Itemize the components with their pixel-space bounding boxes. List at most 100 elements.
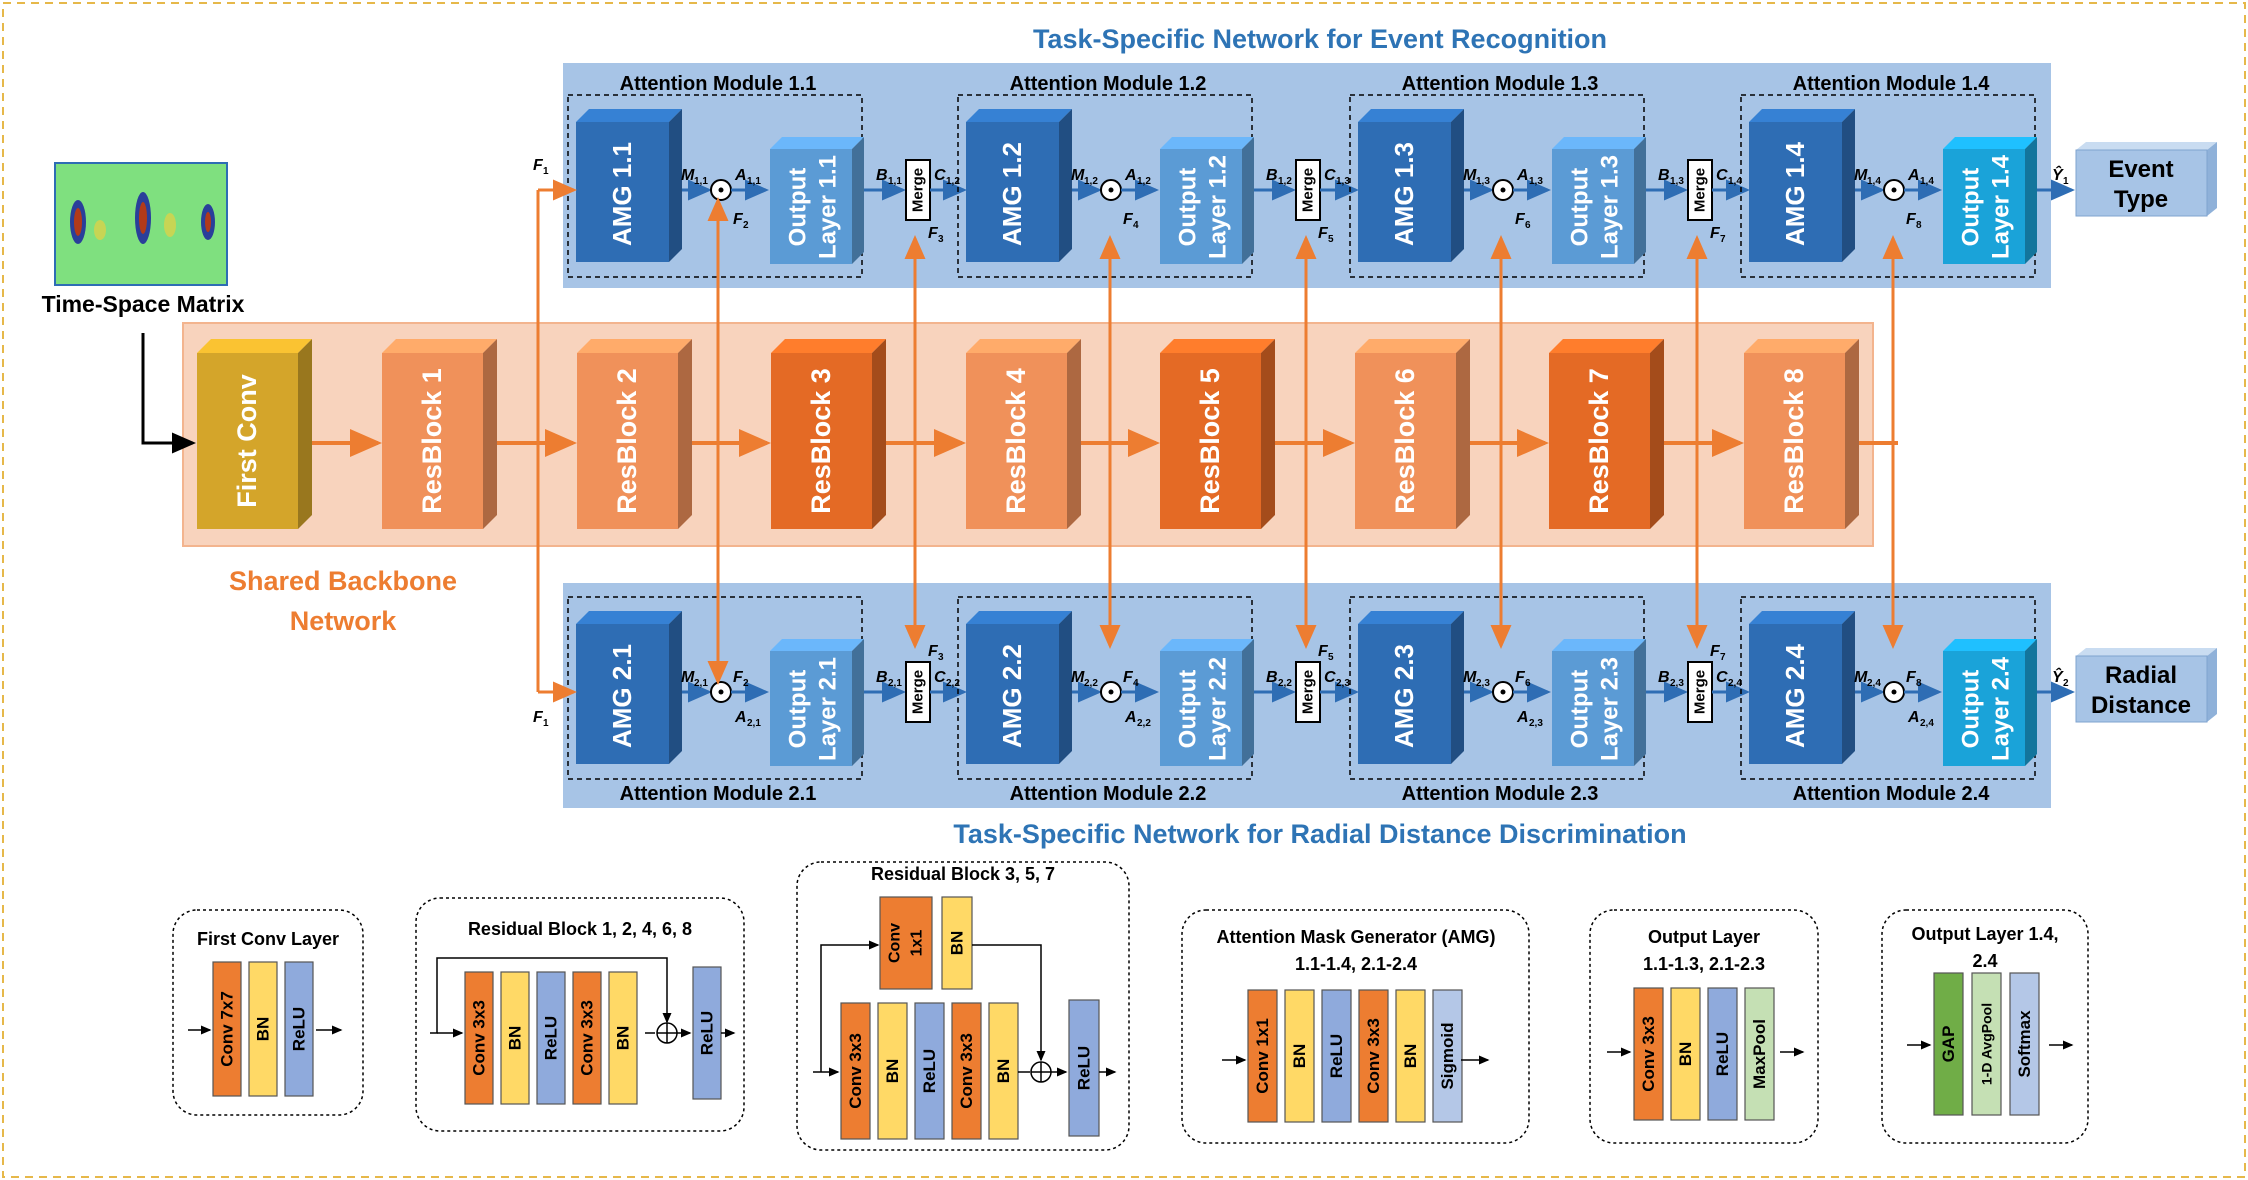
amg-box-1-4 bbox=[1749, 109, 1855, 262]
merge-label: Merge bbox=[1692, 168, 1709, 212]
module-frame bbox=[1349, 94, 1645, 278]
label-c-sub: 2,3 bbox=[1336, 678, 1350, 689]
label-m-sub: 2,3 bbox=[1476, 678, 1490, 689]
legend-rb-layer-1-label: Conv 3x3 bbox=[846, 1033, 865, 1109]
amg-label-2-2: AMG 2.2 bbox=[997, 644, 1027, 748]
label-m-sub: 2,4 bbox=[1867, 678, 1881, 689]
legend-rb-layer-6-label: ReLU bbox=[1075, 1046, 1094, 1090]
backbone-block-4 bbox=[771, 339, 886, 529]
label-y: Ŷ bbox=[2052, 667, 2064, 686]
amg-label-1-1: AMG 1.1 bbox=[607, 142, 637, 246]
label-f-merge-sub: 7 bbox=[1720, 652, 1726, 663]
legend-outb-layer-1-label: GAP bbox=[1939, 1026, 1958, 1063]
legend-out-a-subtitle: 1.1-1.3, 2.1-2.3 bbox=[1643, 954, 1765, 974]
label-f-sub: 8 bbox=[1916, 220, 1922, 231]
output-label-a-1-2: Output bbox=[1175, 168, 1202, 247]
output-label-b-1-3: Layer 1.3 bbox=[1597, 155, 1624, 259]
legend-rb-layer-3 bbox=[914, 1002, 945, 1140]
backbone-label-1: First Conv bbox=[232, 374, 262, 508]
label-c: C bbox=[1324, 669, 1336, 686]
label-a-sub: 1,1 bbox=[747, 176, 761, 187]
amg-box-2-1 bbox=[576, 611, 682, 764]
event-type-output-line1: Event bbox=[2108, 156, 2173, 183]
label-m-sub: 1,3 bbox=[1476, 176, 1490, 187]
output-label-a-1-4: Output bbox=[1958, 168, 1985, 247]
label-m-sub: 1,4 bbox=[1867, 176, 1881, 187]
label-m: M bbox=[681, 167, 695, 184]
legend-ra-layer-4 bbox=[572, 971, 602, 1105]
label-f: F bbox=[1906, 211, 1917, 228]
legend-ra-layer-3 bbox=[536, 971, 566, 1105]
legend-outa-layer-3-label: ReLU bbox=[1713, 1032, 1732, 1076]
amg-label-1-3: AMG 1.3 bbox=[1389, 142, 1419, 246]
output-label-a-1-1: Output bbox=[785, 168, 812, 247]
legend-rb-layer-6 bbox=[1068, 999, 1100, 1137]
legend-outa-layer-4 bbox=[1744, 987, 1775, 1121]
legend-fc-layer-2 bbox=[248, 961, 278, 1097]
label-f-merge: F bbox=[1318, 225, 1329, 242]
output-layer-1-4 bbox=[1943, 137, 2037, 264]
radial-distance-output-line1: Radial bbox=[2105, 662, 2177, 689]
label-b-sub: 1,1 bbox=[888, 176, 902, 187]
label-f-merge: F bbox=[928, 643, 939, 660]
legend-outb-layer-1 bbox=[1933, 972, 1964, 1116]
output-layer-2-4 bbox=[1943, 639, 2037, 766]
legend-amg-layer-1-label: Conv 1x1 bbox=[1253, 1018, 1272, 1094]
label-f-merge-sub: 5 bbox=[1328, 652, 1334, 663]
label-f1: F bbox=[533, 709, 544, 726]
legend-fc-layer-3-label: ReLU bbox=[290, 1007, 309, 1051]
output-label-a-2-3: Output bbox=[1567, 670, 1594, 749]
output-label-a-2-2: Output bbox=[1175, 670, 1202, 749]
label-b-sub: 1,2 bbox=[1278, 176, 1292, 187]
legend-amg-layer-2-label: BN bbox=[1290, 1044, 1309, 1069]
legend-ra-layer-4-label: Conv 3x3 bbox=[578, 1000, 597, 1076]
legend-ra-layer-5 bbox=[608, 971, 638, 1105]
output-layer-1-2 bbox=[1160, 137, 1254, 264]
backbone-block-8 bbox=[1549, 339, 1664, 529]
label-c-sub: 1,2 bbox=[946, 176, 960, 187]
module-title-1-4: Attention Module 1.4 bbox=[1793, 73, 1991, 95]
output-layer-2-3 bbox=[1552, 639, 1646, 766]
label-a-sub: 2,3 bbox=[1529, 718, 1543, 729]
legend-rb-conv-label: Conv bbox=[887, 923, 904, 963]
output-label-b-1-4: Layer 1.4 bbox=[1988, 154, 2015, 259]
label-c-sub: 1,4 bbox=[1728, 176, 1742, 187]
label-a: A bbox=[1907, 709, 1920, 726]
legend-amg-layer-6-label: Sigmoid bbox=[1438, 1022, 1457, 1089]
label-b: B bbox=[1266, 669, 1278, 686]
label-y-sub: 1 bbox=[2063, 176, 2069, 187]
amg-label-2-1: AMG 2.1 bbox=[607, 644, 637, 748]
label-m-sub: 1,1 bbox=[694, 176, 708, 187]
module-title-2-2: Attention Module 2.2 bbox=[1010, 783, 1207, 805]
bottom-network-title: Task-Specific Network for Radial Distanc… bbox=[953, 819, 1686, 849]
legend-amg-layer-4 bbox=[1358, 989, 1389, 1123]
backbone-label-2: ResBlock 1 bbox=[417, 368, 447, 514]
legend-outa-layer-1 bbox=[1633, 987, 1664, 1121]
amg-label-1-4: AMG 1.4 bbox=[1780, 141, 1810, 246]
label-f: F bbox=[1515, 669, 1526, 686]
module-title-2-4: Attention Module 2.4 bbox=[1793, 783, 1991, 805]
legend-ra-layer-2 bbox=[500, 971, 530, 1105]
label-a: A bbox=[1907, 167, 1920, 184]
label-f: F bbox=[733, 211, 744, 228]
label-f-merge: F bbox=[1318, 643, 1329, 660]
legend-fc-layer-1 bbox=[212, 961, 242, 1097]
merge-box-2-1 bbox=[905, 661, 931, 723]
backbone-block-5 bbox=[966, 339, 1081, 529]
module-title-1-1: Attention Module 1.1 bbox=[620, 73, 817, 95]
legend-ra-layer-6 bbox=[692, 966, 722, 1100]
output-label-b-2-1: Layer 2.1 bbox=[815, 657, 842, 761]
legend-outb-layer-2-label: 1-D AvgPool bbox=[1979, 1003, 1995, 1085]
legend-rb-layer-5-label: BN bbox=[994, 1059, 1013, 1084]
backbone-block-2 bbox=[382, 339, 497, 529]
legend-first-conv-title: First Conv Layer bbox=[197, 929, 339, 949]
label-y-sub: 2 bbox=[2063, 678, 2069, 689]
output-layer-2-1 bbox=[770, 639, 864, 766]
label-f-merge: F bbox=[1710, 225, 1721, 242]
output-layer-2-2 bbox=[1160, 639, 1254, 766]
amg-box-1-2 bbox=[966, 109, 1072, 262]
label-b: B bbox=[1658, 669, 1670, 686]
merge-box-1-2 bbox=[1295, 159, 1321, 221]
label-a-sub: 2,1 bbox=[747, 718, 761, 729]
